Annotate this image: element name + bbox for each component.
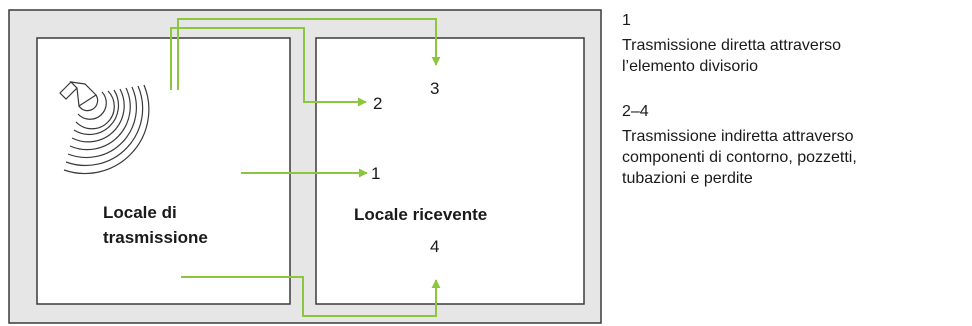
legend-number: 1 [622, 12, 631, 29]
legend-item-indirect: 2–4 Trasmissione indiretta attraverso co… [622, 101, 967, 189]
transmission-diagram: 1 2 3 4 Locale di trasmissione Locale ri… [8, 9, 602, 324]
source-room-label-line2: trasmissione [103, 228, 208, 247]
flank-path-2-arrow [170, 27, 367, 107]
flank-path-4-arrow [181, 276, 441, 317]
source-room-label: Locale di trasmissione [103, 203, 208, 247]
receiving-room-label: Locale ricevente [354, 205, 487, 224]
legend: 1 Trasmissione diretta attraverso l’elem… [622, 10, 967, 213]
path-label-4: 4 [430, 237, 439, 256]
source-room-label-line1: Locale di [103, 203, 177, 222]
legend-description-line: componenti di contorno, pozzetti, [622, 149, 857, 166]
source-room [36, 37, 291, 305]
legend-description-line: l’elemento divisorio [622, 58, 759, 75]
legend-description-line: tubazioni e perdite [622, 170, 753, 187]
receiving-room [315, 37, 585, 305]
legend-item-direct: 1 Trasmissione diretta attraverso l’elem… [622, 10, 967, 77]
legend-description-line: Trasmissione indiretta attraverso [622, 128, 854, 145]
legend-number: 2–4 [622, 103, 649, 120]
path-label-3: 3 [430, 79, 439, 98]
legend-description-line: Trasmissione diretta attraverso [622, 37, 842, 54]
path-label-1: 1 [371, 164, 380, 183]
loudspeaker-icon [59, 81, 150, 175]
path-label-2: 2 [373, 94, 382, 113]
flank-path-3-arrow [177, 18, 441, 90]
